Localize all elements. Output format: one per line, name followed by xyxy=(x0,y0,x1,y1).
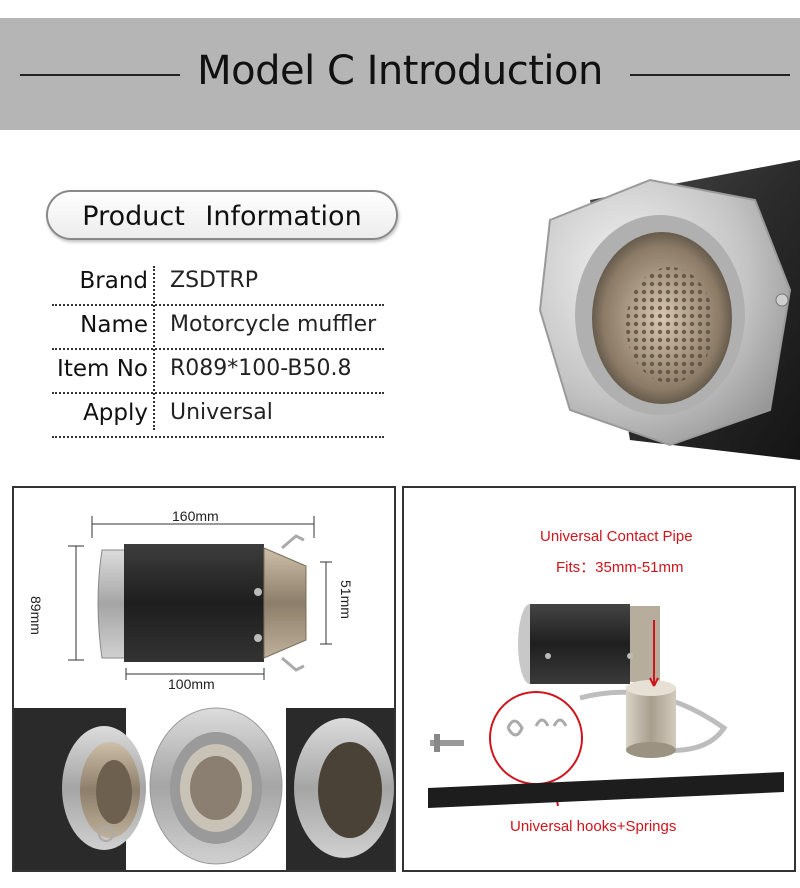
contact-pipe-callout: Universal Contact Pipe xyxy=(540,528,693,545)
spec-value: Motorcycle muffler xyxy=(170,312,377,337)
muffler-hero-image xyxy=(538,160,800,460)
accessories-drawing xyxy=(428,604,784,808)
hooks-springs-callout: Universal hooks+Springs xyxy=(510,818,677,835)
spec-value: Universal xyxy=(170,400,273,425)
length-dimension: 160mm xyxy=(172,508,219,524)
body-dimension: 100mm xyxy=(168,676,215,692)
page-title: Model C Introduction xyxy=(197,48,603,94)
banner-rule-left xyxy=(20,74,180,76)
dimensions-panel: 160mm 89mm 51mm 100mm xyxy=(12,486,396,872)
spec-table: Brand ZSDTRP Name Motorcycle muffler Ite… xyxy=(52,262,384,438)
spec-key: Brand xyxy=(79,268,148,294)
inlet-dimension: 51mm xyxy=(338,580,354,619)
spec-key: Apply xyxy=(83,400,148,426)
dimension-drawing xyxy=(14,516,394,870)
spec-value: R089*100-B50.8 xyxy=(170,356,352,381)
spec-row-name: Name Motorcycle muffler xyxy=(52,306,384,350)
spec-row-apply: Apply Universal xyxy=(52,394,384,438)
accessories-panel: Universal Contact Pipe Fits：35mm-51mm Un… xyxy=(402,486,796,872)
spec-row-brand: Brand ZSDTRP xyxy=(52,262,384,306)
diameter-dimension: 89mm xyxy=(28,596,44,635)
banner-rule-right xyxy=(630,74,790,76)
header-banner: Model C Introduction xyxy=(0,18,800,130)
product-information-label: Product Information xyxy=(46,190,398,240)
fits-range-callout: Fits：35mm-51mm xyxy=(556,559,684,576)
spec-row-item-no: Item No R089*100-B50.8 xyxy=(52,350,384,394)
spec-key: Name xyxy=(80,312,148,338)
product-information-text: Product Information xyxy=(82,201,362,232)
spec-value: ZSDTRP xyxy=(170,268,258,293)
spec-key: Item No xyxy=(57,356,148,382)
